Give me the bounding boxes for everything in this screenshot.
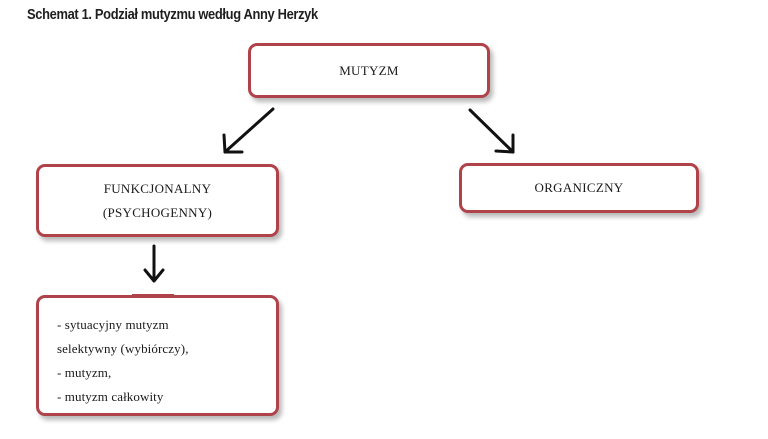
list-item: - mutyzm, [57,365,112,380]
arrowhead-root-to-functional [222,133,244,154]
list-box-top-accent [132,294,174,297]
diagram-title: Schemat 1. Podział mutyzmu według Anny H… [27,6,318,23]
arrow-root-to-organic [468,108,515,154]
list-item: - sytuacyjny mutyzm [57,317,169,332]
arrow-root-to-functional [223,107,275,154]
functional-types-list: - sytuacyjny mutyzm selektywny (wybiórcz… [57,313,189,409]
node-functional-types: - sytuacyjny mutyzm selektywny (wybiórcz… [36,295,279,416]
arrowhead-functional-to-types [143,268,165,283]
arrowhead-root-to-organic [494,133,515,154]
node-organic: ORGANICZNY [459,163,699,213]
node-functional-line2: (PSYCHOGENNY) [102,204,213,220]
node-functional-line1: FUNKCJONALNY [103,180,212,196]
list-item: - mutyzm całkowity [57,389,164,404]
node-mutyzm: MUTYZM [248,43,490,98]
node-mutyzm-label: MUTYZM [339,62,399,78]
node-organic-label: ORGANICZNY [534,180,624,195]
node-functional: FUNKCJONALNY (PSYCHOGENNY) [36,164,279,237]
list-item: selektywny (wybiórczy), [57,341,189,356]
